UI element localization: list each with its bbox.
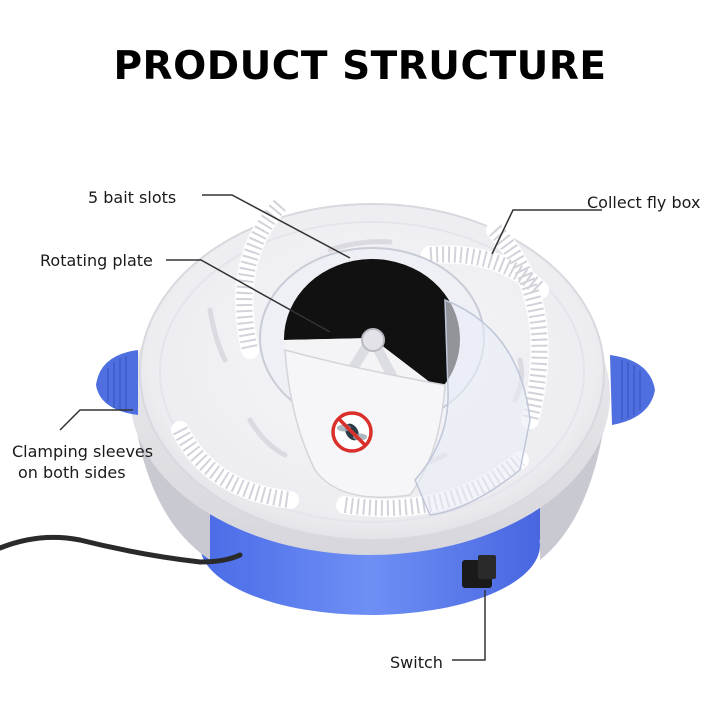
label-clamping-sleeves-2: on both sides — [18, 463, 126, 482]
center-hub — [361, 328, 385, 352]
no-fly-icon — [331, 411, 373, 453]
right-clip — [610, 355, 655, 425]
label-collect-fly-box: Collect fly box — [587, 193, 701, 212]
label-switch: Switch — [390, 653, 443, 672]
left-clip — [96, 350, 138, 415]
label-rotating-plate: Rotating plate — [40, 251, 153, 270]
label-clamping-sleeves-1: Clamping sleeves — [12, 442, 154, 461]
page-title: PRODUCT STRUCTURE — [113, 44, 607, 89]
black-disc — [283, 258, 460, 340]
leader-lines — [59, 194, 602, 661]
power-cord — [0, 534, 243, 565]
label-bait-slots: 5 bait slots — [88, 188, 177, 207]
power-switch — [462, 555, 496, 588]
